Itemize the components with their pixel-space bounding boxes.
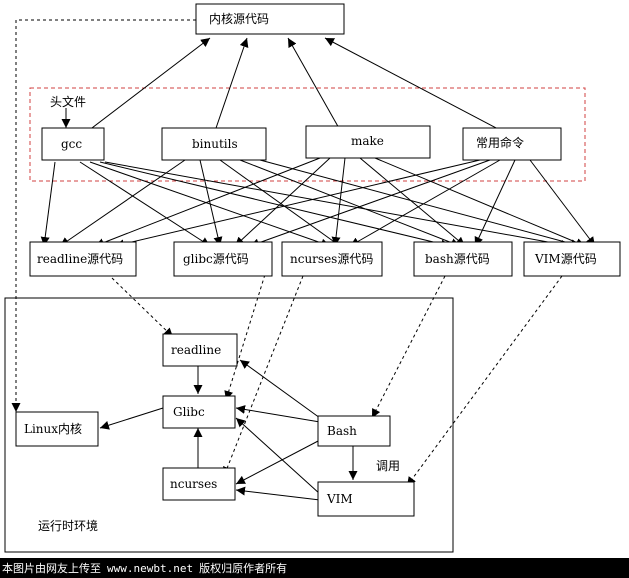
node-label: readline源代码 xyxy=(37,252,123,266)
node-label: ncurses xyxy=(170,477,217,491)
node-kernel-source: 内核源代码 xyxy=(195,3,345,35)
node-readline: readline xyxy=(162,333,238,367)
node-bash: Bash xyxy=(317,415,391,447)
node-binutils: binutils xyxy=(161,127,267,161)
node-label: Bash xyxy=(327,424,357,438)
node-common-commands: 常用命令 xyxy=(462,127,562,161)
node-gcc: gcc xyxy=(41,127,105,161)
node-label: glibc源代码 xyxy=(183,252,249,266)
toolchain-region xyxy=(29,87,586,182)
footer-site: www.newbt.net xyxy=(107,561,194,575)
node-label: Linux内核 xyxy=(24,422,82,436)
node-ncurses-source: ncurses源代码 xyxy=(281,241,383,277)
footer-text-after: 版权归原作者所有 xyxy=(199,562,288,575)
node-bash-source: bash源代码 xyxy=(413,241,513,277)
node-label: make xyxy=(351,134,384,148)
watermark-footer: 本图片由网友上传至 www.newbt.net 版权归原作者所有 xyxy=(0,558,629,578)
node-linux-kernel: Linux内核 xyxy=(15,411,99,447)
node-glibc: Glibc xyxy=(162,395,236,429)
vim-src-to-vim-dashed xyxy=(406,275,563,487)
node-label: readline xyxy=(171,343,221,357)
dashed-connectors xyxy=(11,19,563,487)
node-label: binutils xyxy=(192,137,238,151)
node-ncurses: ncurses xyxy=(162,467,236,501)
node-vim-source: VIM源代码 xyxy=(523,241,621,277)
footer-text-before: 本图片由网友上传至 xyxy=(2,562,101,575)
node-vim: VIM xyxy=(317,481,415,517)
node-glibc-source: glibc源代码 xyxy=(173,241,273,277)
node-label: Glibc xyxy=(173,405,205,419)
bash-src-to-bash-dashed xyxy=(371,275,446,419)
runtime-region xyxy=(4,297,454,553)
runtime-env-label: 运行时环境 xyxy=(38,518,98,533)
glibc-src-to-glibc-dashed xyxy=(224,251,273,401)
ncurses-src-to-ncurses-dashed xyxy=(223,275,304,477)
headers-label: 头文件 xyxy=(50,94,86,109)
node-label: VIM源代码 xyxy=(534,252,597,266)
node-label: gcc xyxy=(61,137,82,151)
node-label: ncurses源代码 xyxy=(290,252,373,266)
invoke-label: 调用 xyxy=(376,459,400,473)
node-label: 内核源代码 xyxy=(209,12,269,26)
node-label: bash源代码 xyxy=(425,252,490,266)
node-label: 常用命令 xyxy=(476,135,524,150)
readline-src-to-readline-dashed xyxy=(111,277,174,338)
kernel-to-linux-dashed xyxy=(11,19,196,412)
solid-connectors xyxy=(40,37,596,501)
node-readline-source: readline源代码 xyxy=(29,241,137,277)
node-make: make xyxy=(305,125,431,159)
node-label: VIM xyxy=(326,492,353,506)
